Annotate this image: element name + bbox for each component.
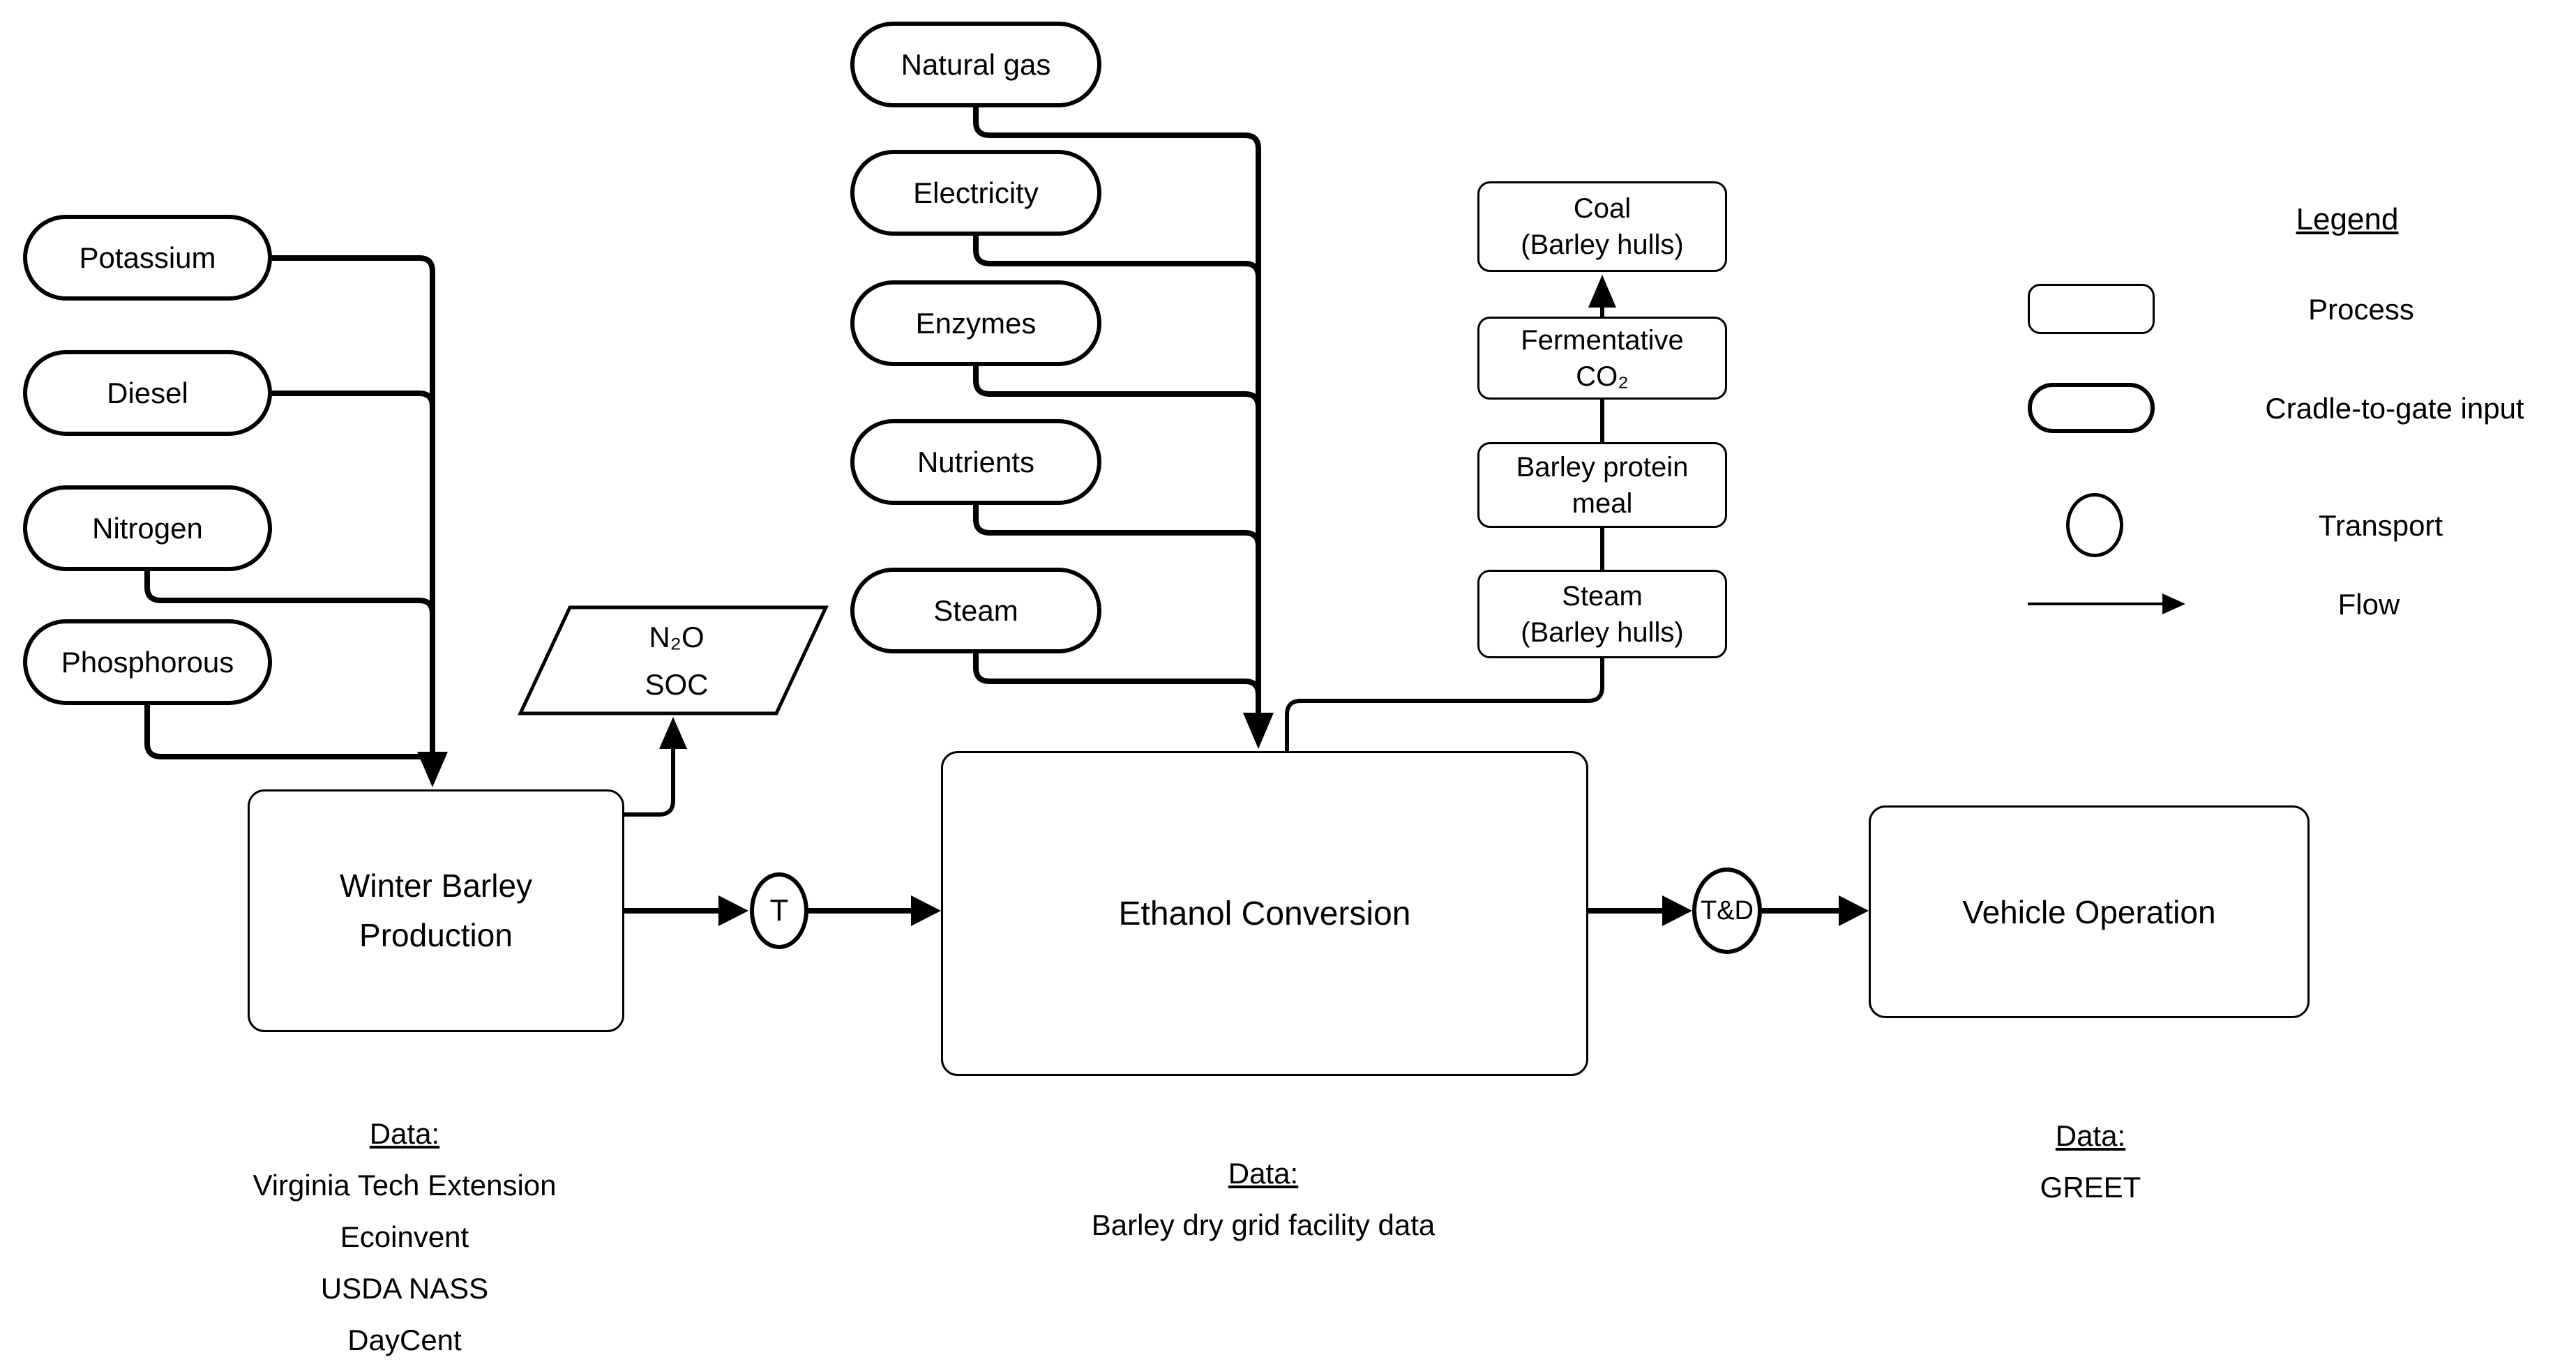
data-source-line: Virginia Tech Extension [253,1169,557,1202]
winter-barley-line2: Production [359,917,513,953]
coproduct-steam-barley-hulls-box: Steam (Barley hulls) [1477,570,1727,658]
arrowhead-into-ethanol-top [1243,713,1274,749]
input-nutrients-pill: Nutrients [850,419,1101,505]
transport-td-node: T&D [1692,868,1762,954]
legend-cradle-to-gate-swatch [2028,383,2155,433]
coal-line2: (Barley hulls) [1521,229,1684,260]
data-sources-ethanol: Data: Barley dry grid facility data [984,1148,1542,1251]
data-source-line: Barley dry grid facility data [1091,1209,1436,1241]
input-nitrogen-pill: Nitrogen [23,485,272,571]
flow-nutrients-to-ethanol [973,505,1261,547]
legend-flow-label: Flow [2337,588,2400,621]
barley-protein-meal-line1: Barley protein [1516,451,1689,483]
input-electricity-label: Electricity [913,176,1039,209]
input-steam-label: Steam [933,593,1018,627]
arrowhead-into-vehicle [1839,895,1869,926]
input-potassium-label: Potassium [79,241,216,274]
input-nutrients-label: Nutrients [917,445,1035,478]
n2o-label: N₂O [649,621,705,653]
flow-electricity-to-ethanol [973,236,1261,278]
legend-process-label: Process [2308,293,2414,326]
input-diesel-pill: Diesel [23,350,272,436]
legend-transport-label: Transport [2318,509,2443,542]
fermentative-co2-line1: Fermentative [1521,324,1684,356]
flow-potassium-to-winter-barley [272,255,435,752]
input-phosphorous-label: Phosphorous [61,645,234,679]
input-electricity-pill: Electricity [850,150,1101,236]
flow-steam-hulls-to-ethanol [1285,658,1604,751]
input-natural-gas-label: Natural gas [901,47,1051,81]
data-title-winter-barley: Data: [369,1117,440,1150]
process-winter-barley-production-box: Winter Barley Production [248,789,624,1032]
flow-diesel-to-winter-barley [272,391,435,407]
arrowhead-into-coal [1588,275,1616,308]
input-potassium-pill: Potassium [23,215,272,301]
vehicle-operation-label: Vehicle Operation [1962,893,2216,930]
data-source-line: GREET [2040,1171,2141,1204]
winter-barley-line1: Winter Barley [339,867,533,904]
arrowhead-into-td [1662,895,1692,926]
process-ethanol-conversion-box: Ethanol Conversion [941,751,1588,1076]
legend-transport-swatch [2066,493,2123,557]
coal-line1: Coal [1573,193,1632,224]
flow-enzymes-to-ethanol [973,366,1261,408]
arrowhead-into-t [718,895,748,926]
arrowhead-into-winter-barley [417,752,448,787]
n2o-soc-text: N₂O SOC [555,614,799,709]
data-title-ethanol: Data: [1228,1157,1299,1190]
input-diesel-label: Diesel [107,376,188,409]
legend-process-swatch [2028,284,2155,334]
soc-label: SOC [645,668,709,701]
data-title-vehicle: Data: [2055,1119,2126,1152]
input-nitrogen-label: Nitrogen [92,511,203,545]
arrowhead-into-ethanol-left [911,895,941,926]
coproduct-fermentative-co2-box: Fermentative CO₂ [1477,317,1727,400]
legend-cradle-to-gate-label: Cradle-to-gate input [2265,392,2524,425]
data-source-line: DayCent [347,1324,462,1356]
data-source-line: USDA NASS [320,1272,489,1305]
data-source-line: Ecoinvent [340,1220,469,1253]
fermentative-co2-line2: CO₂ [1576,361,1629,392]
data-sources-winter-barley: Data: Virginia Tech Extension Ecoinvent … [160,1108,649,1366]
n2o-soc-parallelogram [518,605,829,715]
steam-barley-hulls-line2: (Barley hulls) [1521,616,1684,648]
legend-flow-arrowhead [2162,593,2185,614]
input-steam-pill: Steam [850,568,1101,653]
flow-winter-barley-to-n2o-soc [624,748,675,817]
flow-natural-gas-to-ethanol [973,107,1261,713]
coproduct-barley-protein-meal-box: Barley protein meal [1477,442,1727,528]
coproduct-coal-box: Coal (Barley hulls) [1477,181,1727,272]
input-enzymes-pill: Enzymes [850,280,1101,366]
arrowhead-into-n2o-soc [659,717,687,749]
input-phosphorous-pill: Phosphorous [23,619,272,705]
transport-td-label: T&D [1701,895,1754,925]
flow-nitrogen-to-winter-barley [144,571,435,614]
data-sources-vehicle: Data: GREET [1951,1110,2230,1213]
ethanol-conversion-label: Ethanol Conversion [1118,895,1411,932]
flow-phosphorous-to-winter-barley [144,705,435,771]
transport-t-node: T [750,872,808,949]
transport-t-label: T [769,893,789,927]
process-vehicle-operation-box: Vehicle Operation [1869,805,2310,1018]
steam-barley-hulls-line1: Steam [1562,580,1643,612]
input-enzymes-label: Enzymes [915,306,1037,340]
input-natural-gas-pill: Natural gas [850,22,1101,107]
legend-title: Legend [2296,202,2399,236]
barley-protein-meal-line2: meal [1572,487,1633,519]
flow-steam-to-ethanol [973,653,1261,695]
